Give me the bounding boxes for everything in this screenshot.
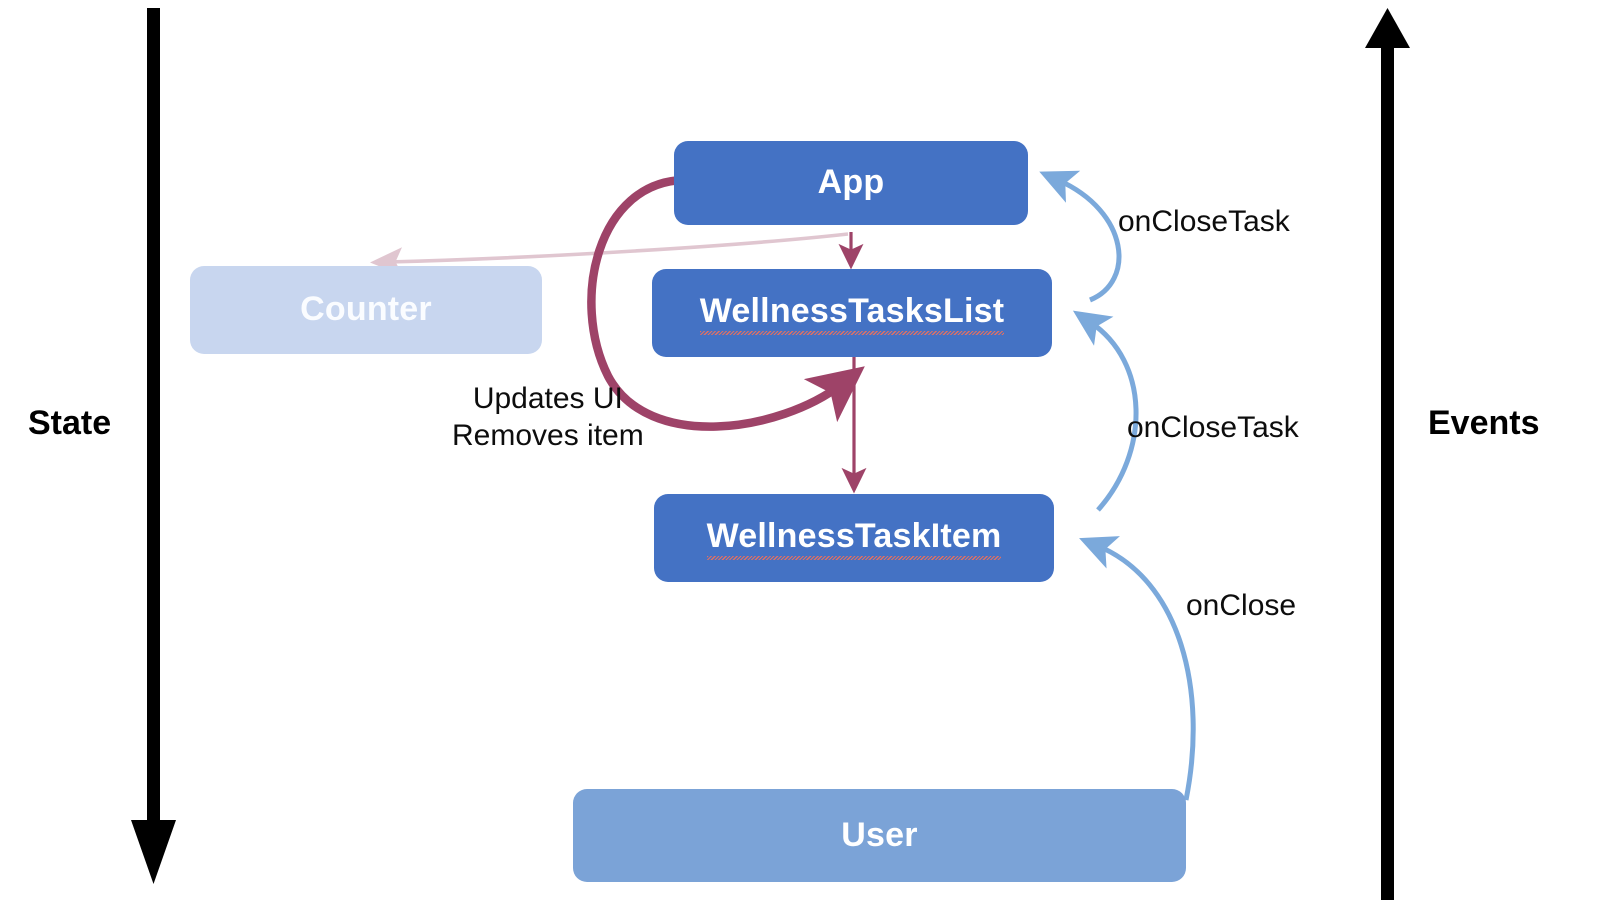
edge-item-to-list-event	[1072, 310, 1139, 512]
node-wellness-tasks-list[interactable]: WellnessTasksList	[652, 269, 1052, 357]
node-wellness-tasks-list-label: WellnessTasksList	[699, 292, 1005, 335]
edge-user-to-item-event	[1079, 536, 1196, 801]
node-wellness-task-item-label: WellnessTaskItem	[706, 517, 1002, 560]
node-user[interactable]: User	[573, 789, 1186, 882]
edge-app-to-counter	[370, 232, 849, 277]
edge-updates-ui-loop	[587, 175, 865, 431]
edge-label-on-close-task-top: onCloseTask	[1118, 205, 1290, 238]
axis-label-events: Events	[1428, 404, 1540, 442]
edge-label-updates-ui: Updates UI Removes item	[452, 381, 644, 454]
node-wellness-task-item[interactable]: WellnessTaskItem	[654, 494, 1054, 582]
edge-label-updates-ui-line2: Removes item	[452, 418, 644, 452]
node-user-label: User	[841, 815, 918, 854]
events-axis-arrow	[1365, 8, 1410, 900]
node-counter-label: Counter	[300, 290, 432, 329]
node-app-label: App	[817, 163, 885, 202]
axis-label-state: State	[28, 404, 112, 442]
edge-label-on-close-bottom: onClose	[1186, 589, 1297, 622]
edge-list-to-app-event	[1039, 170, 1122, 303]
edge-label-updates-ui-line1: Updates UI	[472, 382, 623, 415]
node-app[interactable]: App	[674, 141, 1028, 225]
node-counter[interactable]: Counter	[190, 266, 542, 354]
state-axis-arrow	[131, 8, 176, 884]
edge-label-on-close-task-mid: onCloseTask	[1127, 411, 1299, 444]
